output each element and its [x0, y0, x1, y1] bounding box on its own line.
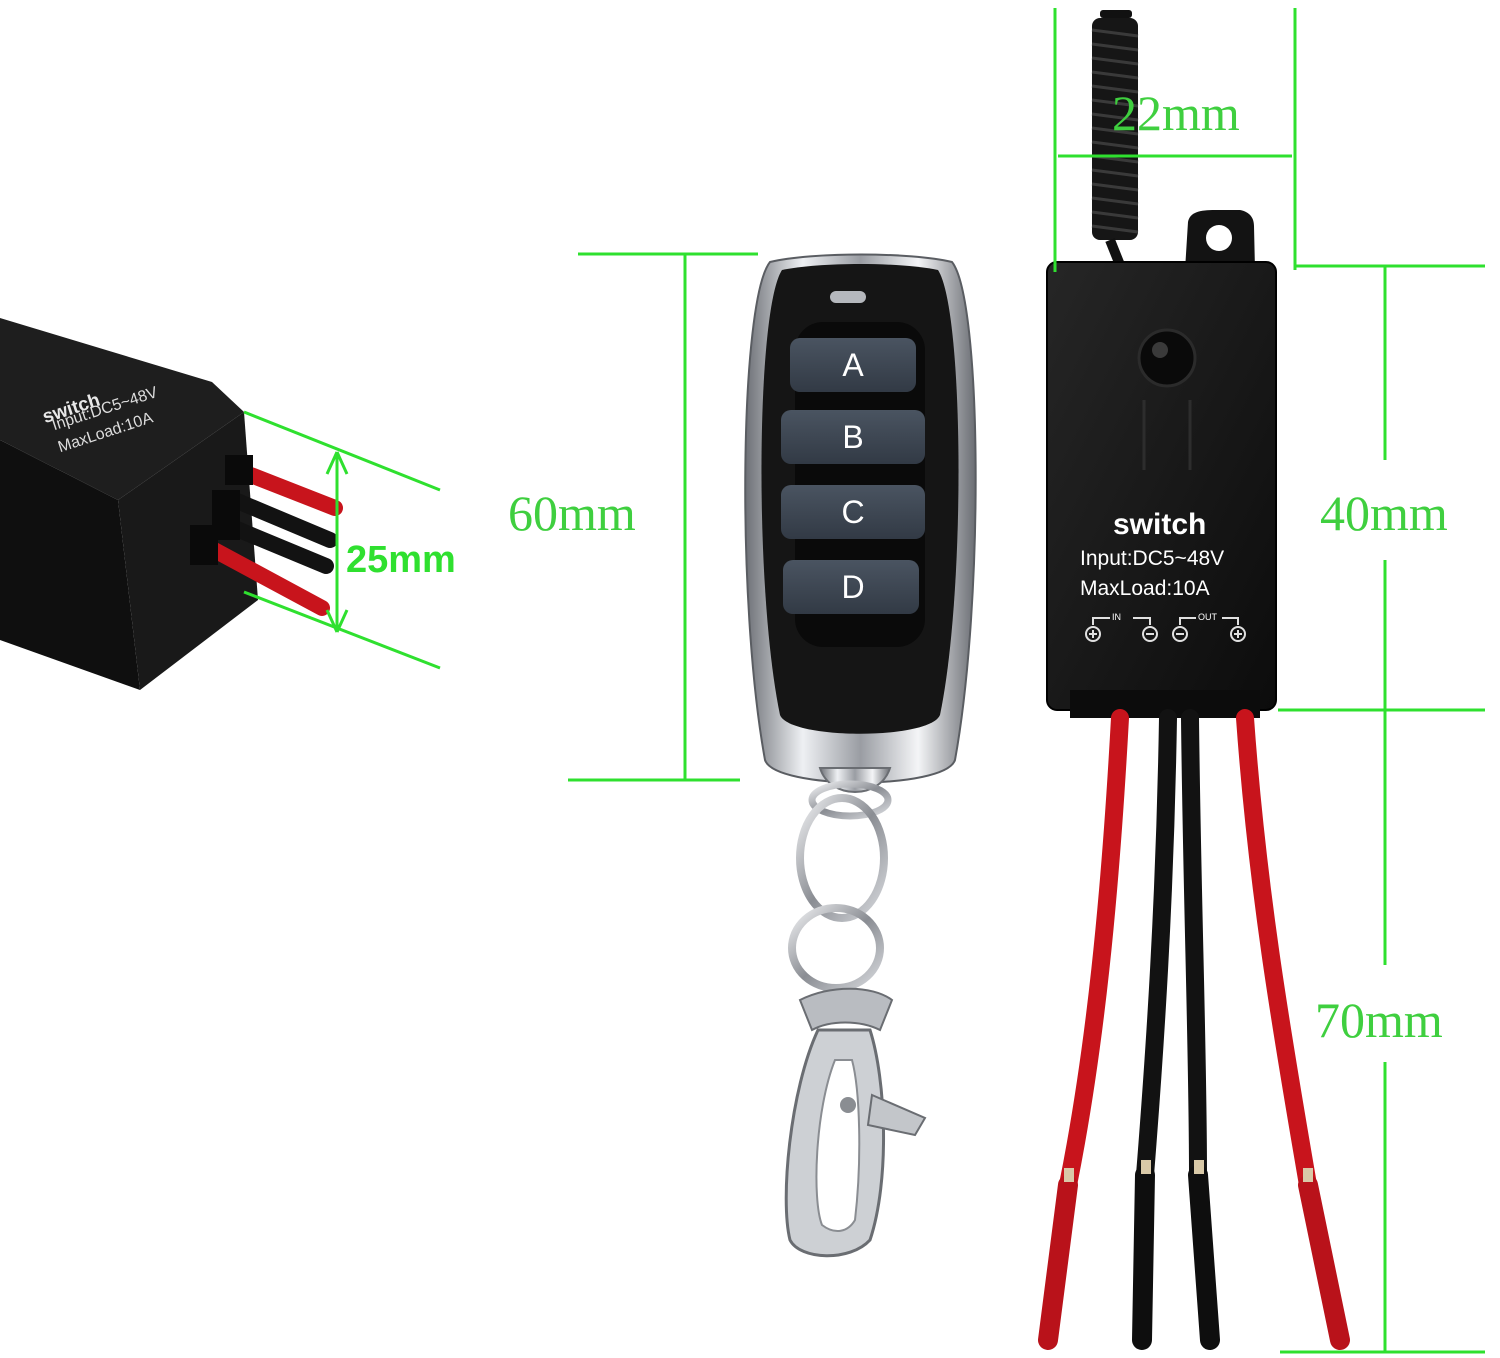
remote-dimension-lines — [568, 252, 758, 782]
remote-button-c: C — [841, 494, 865, 530]
relay-title: switch — [1113, 508, 1207, 541]
relay-module — [1038, 10, 1350, 1350]
remote-body — [744, 253, 977, 793]
module-height-label: 40mm — [1320, 485, 1448, 541]
side-height-label: 25mm — [346, 539, 456, 581]
relay-out-mark: OUT — [1198, 612, 1217, 622]
relay-dimension-lines — [1053, 8, 1485, 1354]
module-width-label: 22mm — [1112, 85, 1240, 141]
antenna — [1091, 10, 1139, 272]
relay-in-mark: IN — [1112, 612, 1121, 622]
remote-button-a: A — [842, 347, 864, 383]
remote-button-d: D — [841, 569, 865, 605]
side-view-module — [0, 318, 343, 690]
side-dimension-lines — [243, 410, 441, 670]
relay-input-rating: Input:DC5~48V — [1080, 547, 1225, 570]
relay-wires — [1038, 709, 1350, 1350]
remote-height-label: 60mm — [508, 485, 636, 541]
wire-length-label: 70mm — [1315, 992, 1443, 1048]
relay-max-load: MaxLoad:10A — [1080, 577, 1210, 600]
keyring — [784, 780, 927, 1258]
remote-button-b: B — [842, 419, 864, 455]
